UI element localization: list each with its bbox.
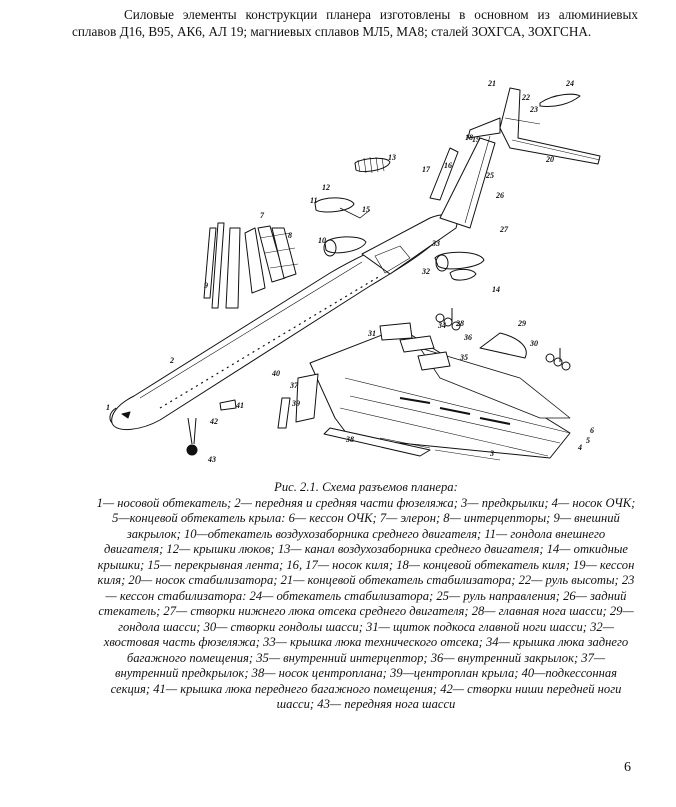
label-7: 7 [260,211,265,220]
label-27: 27 [499,225,509,234]
label-34: 34 [437,321,446,330]
nose-cone [109,407,117,424]
label-12: 12 [322,183,330,192]
horizontal-stabilizer [467,87,601,165]
landing-gear [186,308,571,456]
intro-paragraph: Силовые элементы конструкции планера изг… [72,6,638,40]
label-15: 15 [362,205,370,214]
page-number: 6 [624,760,631,775]
label-22: 22 [521,93,530,102]
caption-text: 1— носовой обтекатель; 2— передняя и сре… [96,495,636,712]
intro-text: Силовые элементы конструкции планера изг… [72,7,638,39]
label-21: 21 [487,79,496,88]
label-17: 17 [422,165,431,174]
label-6: 6 [590,426,594,435]
label-10: 10 [318,236,326,245]
label-41: 41 [235,401,244,410]
label-39: 39 [291,399,300,408]
label-40: 40 [271,369,280,378]
label-32: 32 [421,267,430,276]
label-2: 2 [169,356,174,365]
label-19: 19 [472,135,480,144]
label-42: 42 [209,417,218,426]
label-37: 37 [289,381,299,390]
label-31: 31 [367,329,376,338]
label-26: 26 [495,191,504,200]
label-13: 13 [388,153,396,162]
label-43: 43 [207,455,216,464]
label-24: 24 [565,79,574,88]
engine-nacelles [314,156,485,281]
label-5: 5 [586,436,590,445]
hatch-covers [219,322,451,429]
label-3: 3 [489,449,494,458]
fuselage [111,227,441,431]
label-20: 20 [545,155,554,164]
label-16: 16 [444,161,452,170]
label-28: 28 [455,319,464,328]
label-1: 1 [106,403,110,412]
label-29: 29 [517,319,526,328]
label-38: 38 [345,435,354,444]
exploded-panels-left [203,222,299,309]
caption-title: Рис. 2.1. Схема разъемов планера: [274,480,458,494]
label-30: 30 [529,339,538,348]
label-8: 8 [288,231,292,240]
label-18: 18 [465,133,473,142]
label-11: 11 [310,196,318,205]
vertical-fin [429,135,496,229]
outer-wing-panel [419,332,571,419]
label-33: 33 [431,239,440,248]
label-4: 4 [577,443,582,452]
exploded-airframe-diagram: 1 2 3 4 5 6 7 8 9 10 11 12 13 14 15 16 1… [106,79,601,464]
label-23: 23 [529,105,538,114]
label-35: 35 [459,353,468,362]
label-9: 9 [204,281,208,290]
label-36: 36 [463,333,472,342]
figure-caption: Рис. 2.1. Схема разъемов планера: 1— нос… [96,480,636,713]
label-25: 25 [485,171,494,180]
label-14: 14 [492,285,500,294]
